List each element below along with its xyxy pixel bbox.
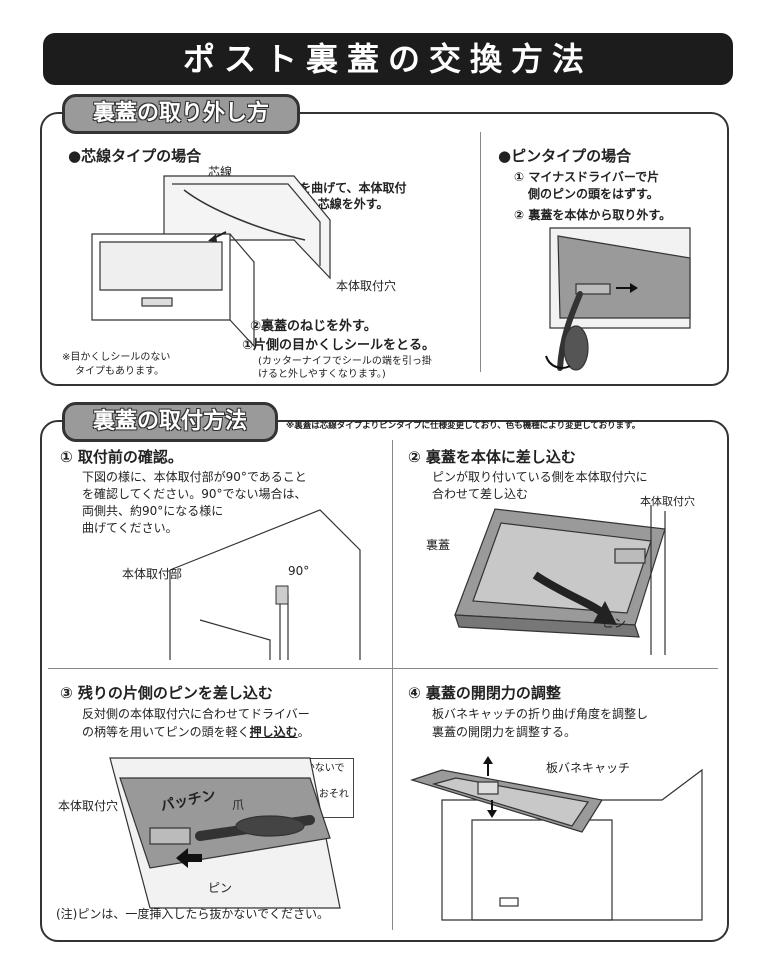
s2-lid-label: 裏蓋 [426, 538, 451, 552]
install-vertical-divider [392, 440, 393, 930]
s2-line2: 合わせて差し込む [432, 487, 529, 501]
s2-hole-label: 本体取付穴 [640, 495, 695, 508]
s1-part-label: 本体取付部 [122, 567, 183, 581]
pin-step1-line2: 側のピンの頭をはずす。 [528, 187, 659, 201]
pin-type-heading: ●ピンタイプの場合 [498, 147, 632, 165]
removal-divider [480, 132, 481, 372]
s2-line1: ピンが取り付いている側を本体取付穴に [432, 470, 648, 484]
page-title: ポスト裏蓋の交換方法 [43, 33, 733, 85]
s3-note: (注)ピンは、一度挿入したら抜かないでください。 [56, 907, 330, 921]
s1-heading: ① 取付前の確認。 [60, 448, 183, 466]
s3-line2: の柄等を用いてピンの頭を軽く押し込む。 [82, 724, 310, 741]
s1-angle-label: 90° [288, 564, 310, 578]
s1-line4: 曲げてください。 [82, 521, 178, 535]
core-hole-label: 本体取付穴 [336, 279, 397, 293]
pin-step1-line1: ① マイナスドライバーで片 [514, 170, 660, 184]
s3-hole-label: 本体取付穴 [58, 799, 119, 813]
core-step1: ①片側の目かくしシールをとる。 [242, 338, 436, 353]
core-step1-note1: (カッターナイフでシールの端を引っ掛 [258, 356, 432, 367]
install-tab-note: ※裏蓋は芯線タイプよりピンタイプに仕様変更しており、色も機種により変更しておりま… [286, 421, 641, 431]
s1-line1: 下図の様に、本体取付部が90°であること [82, 470, 307, 484]
s4-heading: ④ 裏蓋の開閉力の調整 [408, 684, 561, 702]
s1-illustration [169, 509, 361, 660]
core-step2: ②裏蓋のねじを外す。 [250, 319, 377, 334]
s3-line2-a: の柄等を用いてピンの頭を軽く [82, 725, 250, 739]
removal-tab: 裏蓋の取り外し方 [62, 94, 300, 134]
core-step1-note2: けると外しやすくなります。) [258, 369, 386, 380]
s4-line2: 裏蓋の開閉力を調整する。 [432, 725, 577, 739]
install-horizontal-divider [48, 668, 718, 669]
s2-pin-label: ピン [602, 616, 627, 630]
s3-line1: 反対側の本体取付穴に合わせてドライバー [82, 707, 310, 721]
s4-illustration [410, 756, 703, 921]
core-footnote1: ※目かくしシールのない [62, 352, 171, 363]
s3-heading: ③ 残りの片側のピンを差し込む [60, 684, 273, 702]
s2-illustration [454, 505, 666, 655]
s1-line2: を確認してください。90°でない場合は、 [82, 487, 307, 501]
s3-claw-label: 爪 [232, 798, 245, 812]
removal-section [40, 112, 729, 386]
core-footnote2: タイプもあります。 [75, 366, 164, 377]
s1-line3: 両側共、約90°になる様に [82, 504, 224, 518]
pin-type-illustration [545, 227, 691, 371]
s2-heading: ② 裏蓋を本体に差し込む [408, 448, 576, 466]
s3-line2-emphasis: 押し込む [249, 725, 298, 739]
install-tab: 裏蓋の取付方法 [62, 402, 278, 442]
core-type-heading: ●芯線タイプの場合 [68, 147, 202, 165]
s3-illustration [109, 757, 341, 909]
s3-line2-c: 。 [297, 725, 310, 739]
s4-line1: 板バネキャッチの折り曲げ角度を調整し [432, 707, 649, 721]
install-section [40, 420, 729, 942]
core-type-illustration [91, 175, 331, 348]
s3-pin-label: ピン [208, 881, 233, 895]
pin-step2: ② 裏蓋を本体から取り外す。 [514, 208, 672, 222]
s4-catch-label: 板バネキャッチ [546, 761, 631, 775]
